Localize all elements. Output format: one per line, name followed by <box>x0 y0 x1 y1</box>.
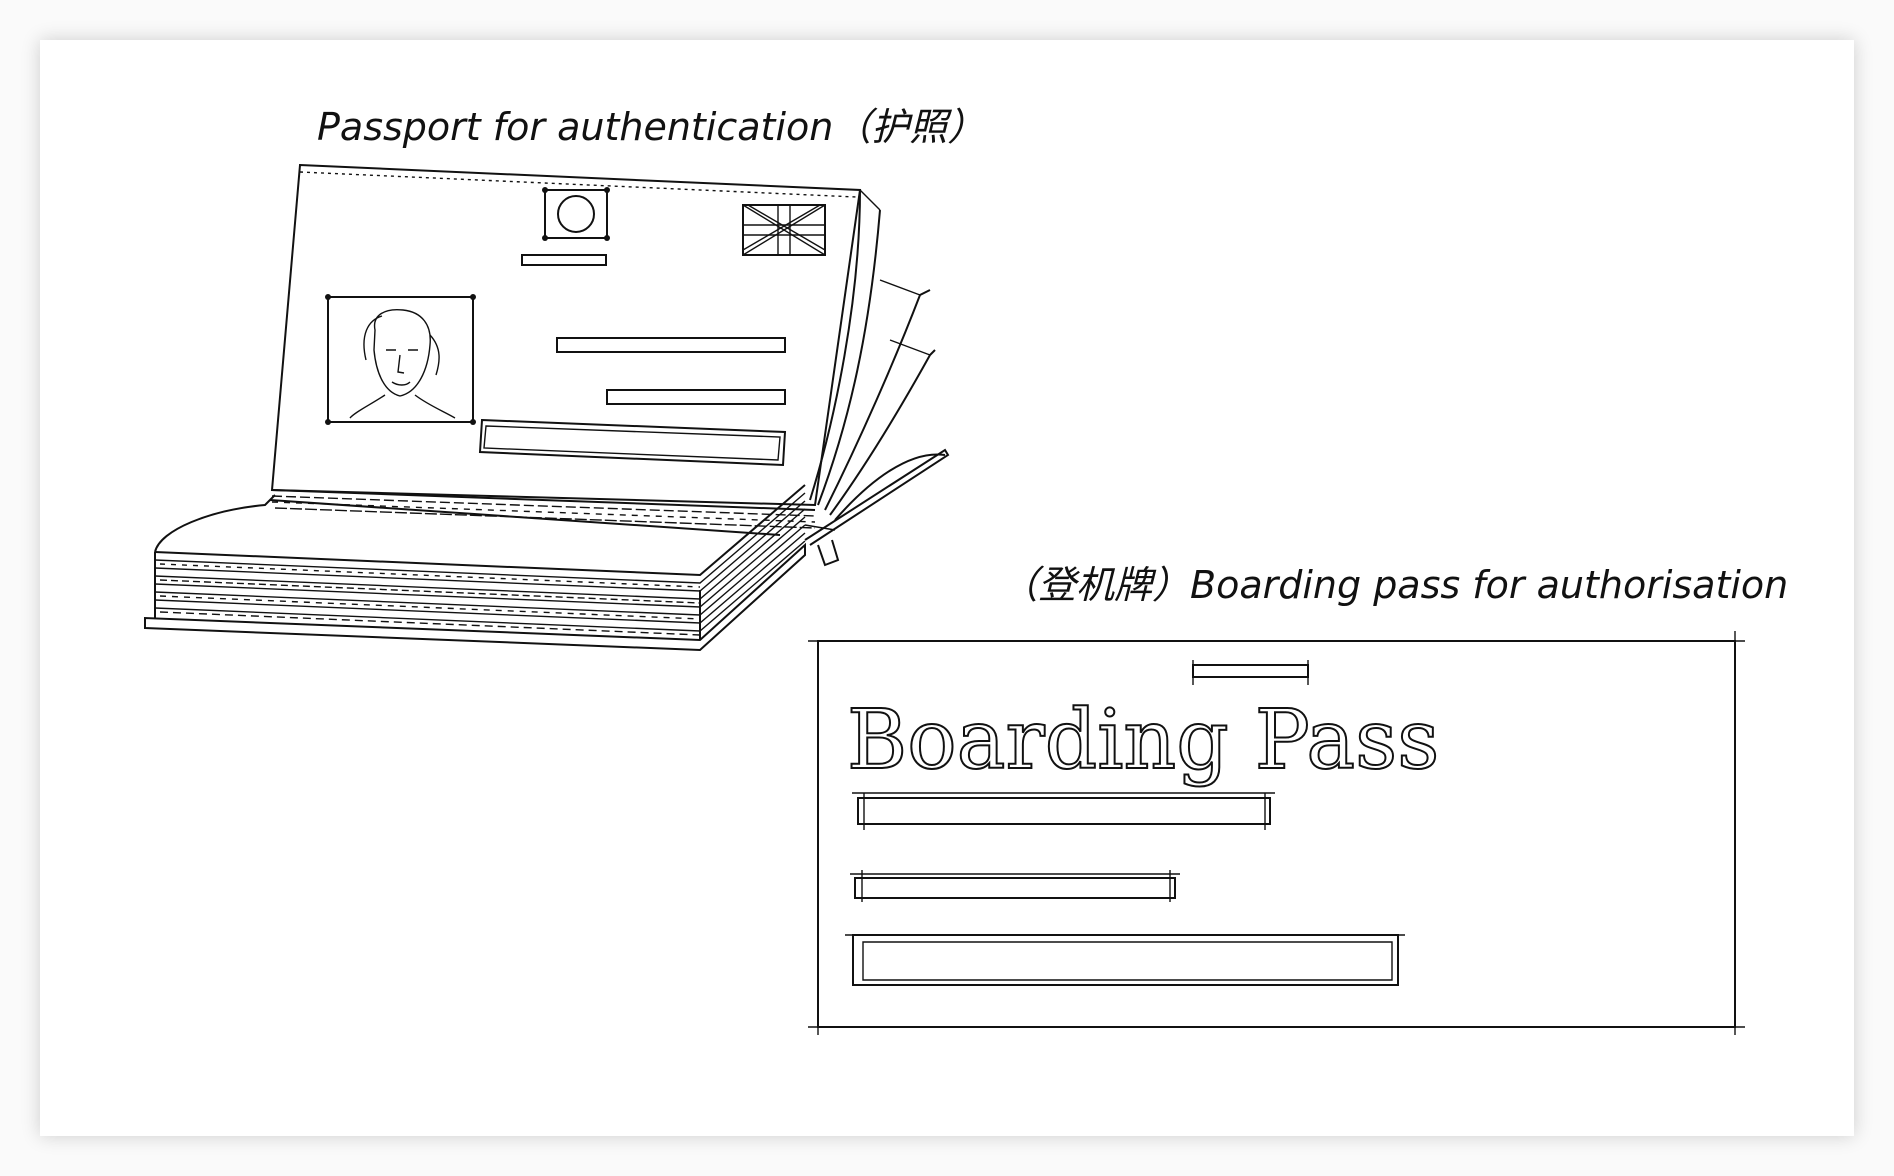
passport-photo <box>325 294 476 425</box>
passport-field-2 <box>606 389 786 405</box>
illustration-canvas: Passport for authentication（护照） （登机牌）Boa… <box>40 40 1854 1136</box>
face-portrait-icon <box>349 308 456 419</box>
passport-illustration <box>144 163 950 652</box>
boarding-pass-caption: （登机牌）Boarding pass for authorisation <box>1000 563 1788 607</box>
boarding-pass-field-2 <box>850 870 1180 902</box>
boarding-pass-field-1 <box>852 792 1275 830</box>
union-flag-icon <box>742 204 826 256</box>
boarding-pass-card <box>817 640 1736 1028</box>
passport-field-1 <box>556 337 786 353</box>
passport-spine <box>804 448 950 567</box>
passport-emblem-field <box>521 254 607 266</box>
passport-page-stack <box>144 484 806 652</box>
boarding-pass-illustration: Boarding Pass <box>808 631 1745 1035</box>
passport-emblem-icon <box>542 187 610 241</box>
passport-caption: Passport for authentication（护照） <box>317 105 985 149</box>
boarding-pass-title: Boarding Pass <box>847 693 1439 788</box>
passport-field-3 <box>478 418 787 467</box>
boarding-pass-top-field <box>1192 660 1309 685</box>
boarding-pass-field-3 <box>845 934 1405 986</box>
passport-data-page <box>270 163 862 529</box>
